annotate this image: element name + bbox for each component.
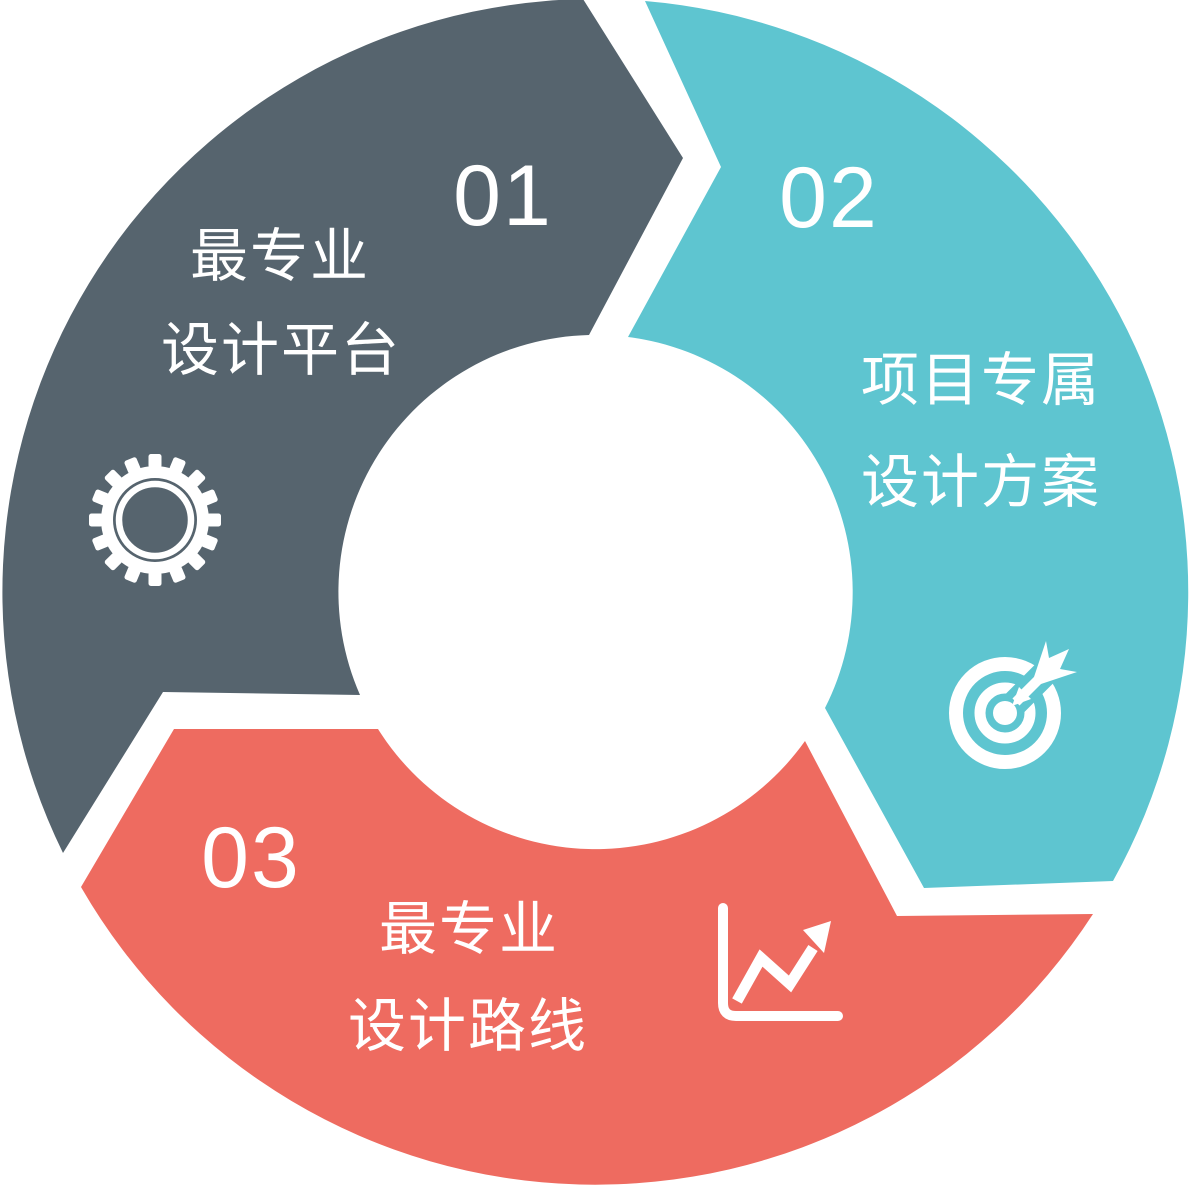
segment-03-label-line2: 设计路线 [348,994,588,1059]
segment-01-label-line1: 最专业 [190,224,370,289]
segment-01-label-line2: 设计平台 [161,318,401,383]
gear-ring [101,466,209,574]
gear-tooth [148,454,162,468]
target-outer-ring [949,657,1061,769]
segment-02-label-line1: 项目专属 [861,348,1101,413]
gear-icon [89,454,221,586]
segment-03-number: 03 [201,810,301,906]
segment-03-label-line1: 最专业 [379,897,559,962]
target-arrow-fletching [1034,641,1077,684]
gear-tooth [148,572,162,586]
center-brand-label: YOUKE BIO [414,559,764,628]
chart-trend-arrow-head [803,921,831,953]
target-inner-ring [974,682,1036,744]
segment-02-number: 02 [779,150,879,246]
segment-02-shape [628,1,1189,888]
segment-02-label-line2: 设计方案 [861,450,1101,515]
gear-inner-ring [115,480,195,560]
gear-tooth [207,513,221,527]
chart-trend-line [732,945,818,1004]
line-chart-icon [718,903,843,1021]
target-bullseye-dot [993,701,1017,725]
segment-01-shape [2,0,683,853]
segment-01-number: 01 [453,148,553,244]
gear-tooth [89,513,103,527]
target-icon [949,641,1077,769]
segment-03-shape [81,729,1093,1185]
chart-axes [718,903,843,1021]
